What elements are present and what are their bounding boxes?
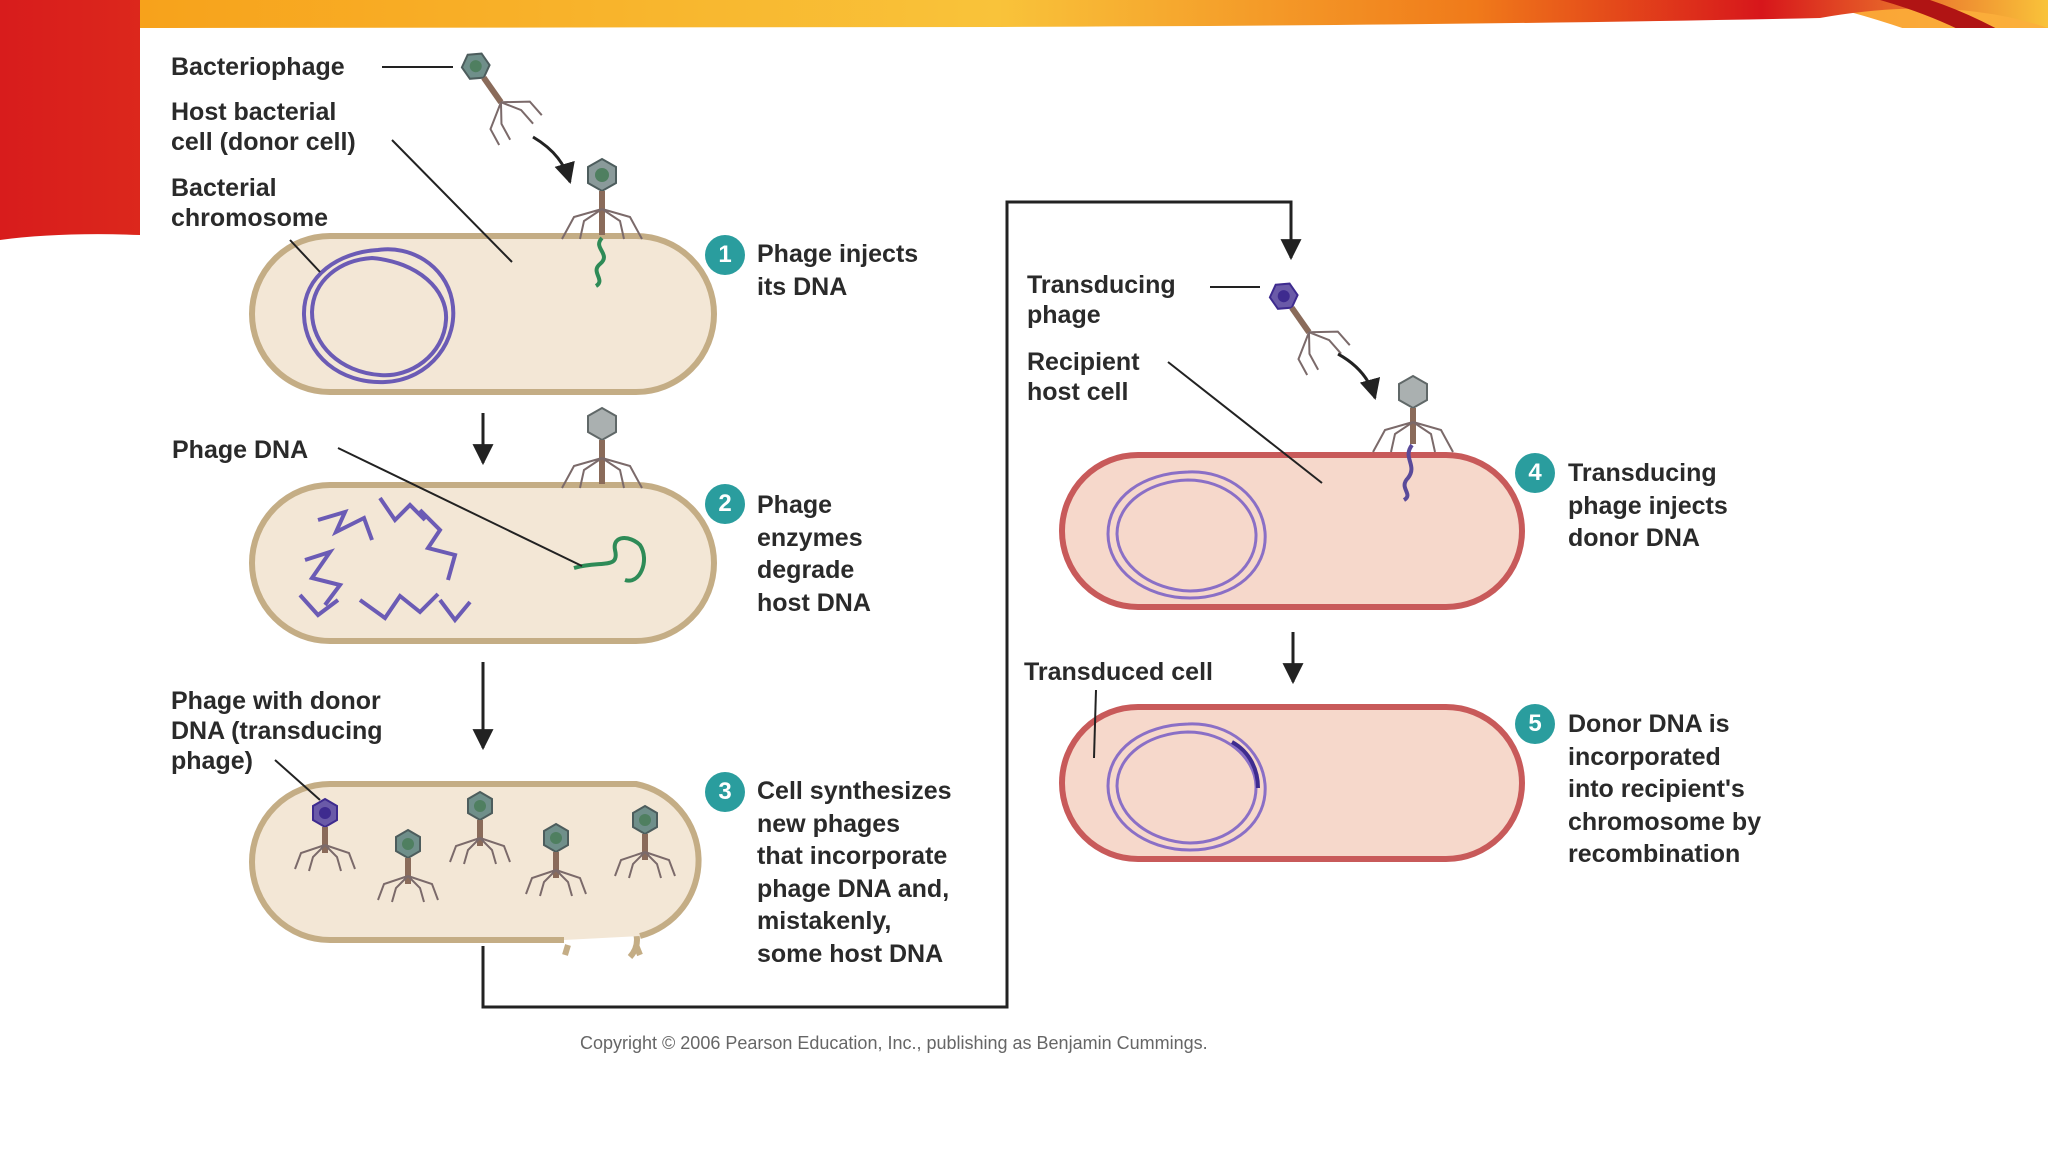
bacteriophage-free-1	[460, 52, 543, 146]
degraded-host-dna	[298, 496, 472, 624]
transducing-phage-free	[1268, 282, 1351, 376]
label-host-bacterial-cell: Host bacterial cell (donor cell)	[171, 98, 356, 156]
step-text-3: Cell synthesizes new phages that incorpo…	[757, 777, 952, 968]
step-text-2: Phage enzymes degrade host DNA	[757, 491, 871, 617]
label-bacterial-chromosome: Bacterial chromosome	[171, 174, 328, 232]
transducing-phage-in-cell	[294, 797, 356, 872]
step-text-1: Phage injects its DNA	[757, 240, 919, 301]
label-bacteriophage: Bacteriophage	[171, 53, 345, 81]
label-transduced-cell: Transduced cell	[1024, 658, 1213, 686]
leader-lines	[274, 66, 1323, 801]
bacteriophage-attached-1	[561, 157, 643, 240]
phage-dna-strand-2	[573, 536, 646, 583]
recipient-chromosome-4	[1106, 470, 1267, 600]
label-recipient-host-cell: Recipient host cell	[1027, 348, 1140, 406]
transducing-phage-attached	[1372, 374, 1454, 453]
step-badge-3: 3	[705, 772, 745, 812]
new-phage-4	[525, 822, 587, 897]
donor-cell-1	[249, 233, 717, 395]
recipient-cell-4	[1059, 452, 1525, 610]
label-transducing-phage: Transducing phage	[1027, 271, 1176, 329]
label-phage-dna: Phage DNA	[172, 436, 309, 464]
flow-arrows	[472, 135, 1381, 1009]
recipient-chromosome-5	[1106, 722, 1267, 852]
step-badge-5: 5	[1515, 704, 1555, 744]
attach-arrow-2	[1337, 352, 1381, 401]
step-text-4: Transducing phage injects donor DNA	[1568, 459, 1728, 552]
new-phage-2	[377, 828, 439, 903]
new-phage-3	[449, 790, 511, 865]
phage-dna-strand-1	[594, 236, 606, 288]
donor-dna-strand-4	[1402, 443, 1414, 502]
copyright-notice: Copyright © 2006 Pearson Education, Inc.…	[580, 1033, 1208, 1053]
recipient-cell-5	[1059, 704, 1525, 862]
step-badge-1: 1	[705, 235, 745, 275]
bacterial-chromosome	[301, 247, 456, 385]
label-phage-with-donor-dna: Phage with donor DNA (transducing phage)	[171, 687, 383, 775]
donor-cell-3-bursting	[249, 781, 702, 960]
step-badge-2: 2	[705, 484, 745, 524]
connector-step3-to-step4	[481, 200, 1302, 1009]
step-text-5: Donor DNA is incorporated into recipient…	[1568, 710, 1762, 868]
step-badge-4: 4	[1515, 453, 1555, 493]
bacteriophage-attached-2	[561, 406, 643, 489]
new-phage-5	[614, 804, 676, 879]
attach-arrow-1	[532, 135, 575, 185]
